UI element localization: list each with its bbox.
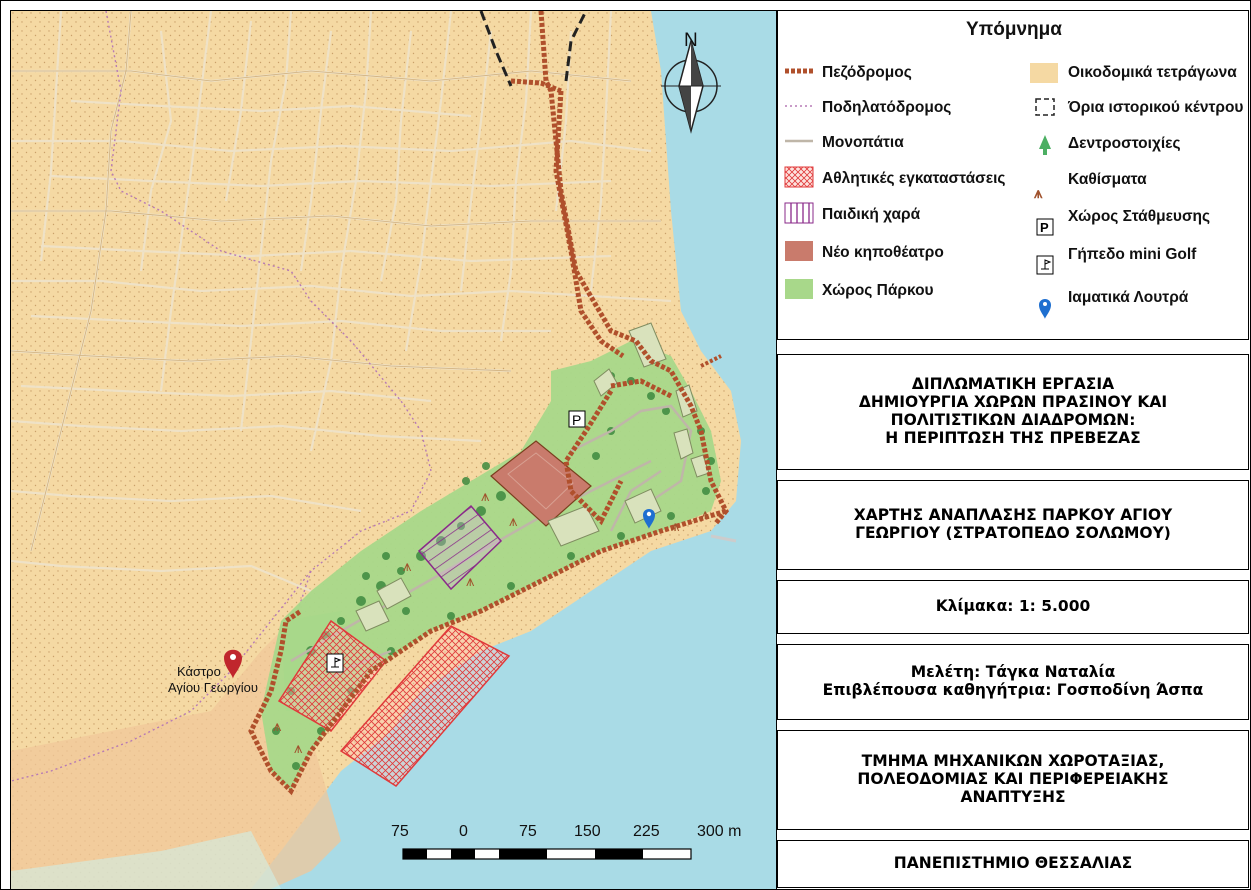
legend-item-playground: Παιδική χαρά — [822, 206, 921, 223]
scale-tick: 0 — [459, 823, 468, 840]
scale-tick: 150 — [574, 823, 601, 840]
legend-item-sports: Αθλητικές εγκαταστάσεις — [822, 170, 1006, 187]
university-box: ΠΑΝΕΠΙΣΤΗΜΙΟ ΘΕΣΣΑΛΙΑΣ — [777, 840, 1249, 888]
thesis-line: Η ΠΕΡΙΠΤΩΣΗ ΤΗΣ ΠΡΕΒΕΖΑΣ — [885, 428, 1141, 447]
bench-icon: ⩚ — [466, 572, 475, 590]
north-label: N — [684, 30, 698, 51]
legend-item-baths: Ιαματικά Λουτρά — [1068, 289, 1189, 306]
legend-title: Υπόμνημα — [966, 19, 1062, 40]
legend-item-blocks: Οικοδομικά τετράγωνα — [1068, 64, 1237, 81]
bench-icon: ⩚ — [701, 505, 710, 523]
bench-icon: ⩚ — [671, 517, 680, 535]
supervisor-text: Επιβλέπουσα καθηγήτρια: Γοσποδίνη Άσπα — [822, 681, 1204, 699]
bench-icon: ⩚ — [273, 717, 282, 735]
scale-tick: 225 — [633, 823, 660, 840]
legend-item-amphitheatre: Νέο κηποθέατρο — [822, 244, 944, 261]
info-panel: Υπόμνημα Πεζόδρομος Ποδηλατόδρομος Μονοπ… — [777, 10, 1251, 888]
amphitheatre-fill-icon — [785, 241, 813, 261]
scale-bar — [402, 848, 692, 860]
scale-tick: 75 — [519, 823, 537, 840]
map-title-line: ΓΕΩΡΓΙΟΥ (ΣΤΡΑΤΟΠΕΔΟ ΣΟΛΩΜΟΥ) — [855, 524, 1171, 542]
historic-boundary-icon — [1035, 98, 1055, 116]
bench-icon: ⩚ — [294, 739, 303, 757]
map-view[interactable]: ⩚ ⩚ ⩚ ⩚ ⩚ ⩚ ⩚ ⩚ P Κάστρο Αγίου Γεωργίου — [10, 10, 777, 890]
parking-icon — [568, 410, 586, 428]
castle-pin-icon[interactable] — [224, 649, 242, 679]
sports-hatch-icon — [784, 166, 814, 188]
castle-label: Κάστρο — [177, 664, 221, 679]
university-text: ΠΑΝΕΠΙΣΤΗΜΙΟ ΘΕΣΣΑΛΙΑΣ — [893, 854, 1133, 873]
legend-left-swatches — [784, 68, 814, 299]
pin-icon — [1039, 299, 1051, 319]
department-box: ΤΜΗΜΑ ΜΗΧΑΝΙΚΩΝ ΧΩΡΟΤΑΞΙΑΣ, ΠΟΛΕΟΔΟΜΙΑΣ … — [777, 730, 1249, 830]
legend-item-historic: Όρια ιστορικού κέντρου — [1068, 99, 1244, 116]
svg-text:P: P — [1040, 220, 1049, 235]
department-line: ΤΜΗΜΑ ΜΗΧΑΝΙΚΩΝ ΧΩΡΟΤΑΞΙΑΣ, — [861, 752, 1165, 771]
scale-tick: 75 — [391, 823, 409, 840]
bench-icon: ⩚ — [1033, 184, 1043, 202]
study-box: Μελέτη: Τάγκα Ναταλία Επιβλέπουσα καθηγή… — [777, 644, 1249, 720]
legend-item-pedestrian: Πεζόδρομος — [822, 64, 912, 81]
legend-item-bike-lane: Ποδηλατόδρομος — [822, 99, 952, 116]
legend-item-benches: Καθίσματα — [1068, 171, 1147, 188]
parking-icon — [1036, 218, 1054, 236]
map-title-box: ΧΑΡΤΗΣ ΑΝΑΠΛΑΣΗΣ ΠΑΡΚΟΥ ΑΓΙΟΥ ΓΕΩΡΓΙΟΥ (… — [777, 480, 1249, 570]
tree-icon — [1039, 135, 1051, 155]
department-line: ΠΟΛΕΟΔΟΜΙΑΣ ΚΑΙ ΠΕΡΙΦΕΡΕΙΑΚΗΣ — [857, 770, 1169, 789]
thesis-line: ΔΗΜΙΟΥΡΓΙΑ ΧΩΡΩΝ ΠΡΑΣΙΝΟΥ ΚΑΙ — [858, 393, 1168, 412]
legend-item-parking: Χώρος Στάθμευσης — [1068, 208, 1211, 225]
thesis-box: ΔΙΠΛΩΜΑΤΙΚΗ ΕΡΓΑΣΙΑ ΔΗΜΙΟΥΡΓΙΑ ΧΩΡΩΝ ΠΡΑ… — [777, 354, 1249, 470]
bench-icon: ⩚ — [481, 487, 490, 505]
author-text: Μελέτη: Τάγκα Ναταλία — [910, 663, 1116, 682]
legend-item-paths: Μονοπάτια — [822, 134, 904, 151]
scale-text: Κλίμακα: 1: 5.000 — [935, 597, 1091, 616]
castle-label-2: Αγίου Γεωργίου — [168, 680, 258, 695]
block-fill-icon — [1030, 63, 1058, 83]
legend-item-park: Χώρος Πάρκου — [822, 282, 934, 299]
legend-item-golf: Γήπεδο mini Golf — [1068, 246, 1197, 263]
department-line: ΑΝΑΠΤΥΞΗΣ — [960, 787, 1066, 806]
legend-right-swatches: ⩚ P — [1030, 63, 1058, 319]
north-arrow-icon — [661, 38, 721, 134]
pin-icon[interactable] — [643, 509, 655, 529]
thesis-line: ΠΟΛΙΤΙΣΤΙΚΩΝ ΔΙΑΔΡΟΜΩΝ: — [890, 411, 1136, 429]
park-fill-icon — [785, 279, 813, 299]
scale-box: Κλίμακα: 1: 5.000 — [777, 580, 1249, 634]
bench-icon: ⩚ — [509, 512, 518, 530]
legend-item-trees: Δεντροστοιχίες — [1068, 135, 1181, 152]
map-canvas: ⩚ ⩚ ⩚ ⩚ ⩚ ⩚ ⩚ ⩚ P Κάστρο Αγίου Γεωργίου — [11, 11, 776, 889]
thesis-line: ΔΙΠΛΩΜΑΤΙΚΗ ΕΡΓΑΣΙΑ — [911, 375, 1115, 394]
bench-icon: ⩚ — [403, 557, 412, 575]
legend-box: Υπόμνημα Πεζόδρομος Ποδηλατόδρομος Μονοπ… — [777, 10, 1249, 340]
scale-tick: 300 m — [697, 823, 742, 840]
map-title-line: ΧΑΡΤΗΣ ΑΝΑΠΛΑΣΗΣ ΠΑΡΚΟΥ ΑΓΙΟΥ — [853, 506, 1173, 525]
parking-symbol: P — [572, 412, 581, 428]
playground-hatch-icon — [784, 202, 814, 224]
